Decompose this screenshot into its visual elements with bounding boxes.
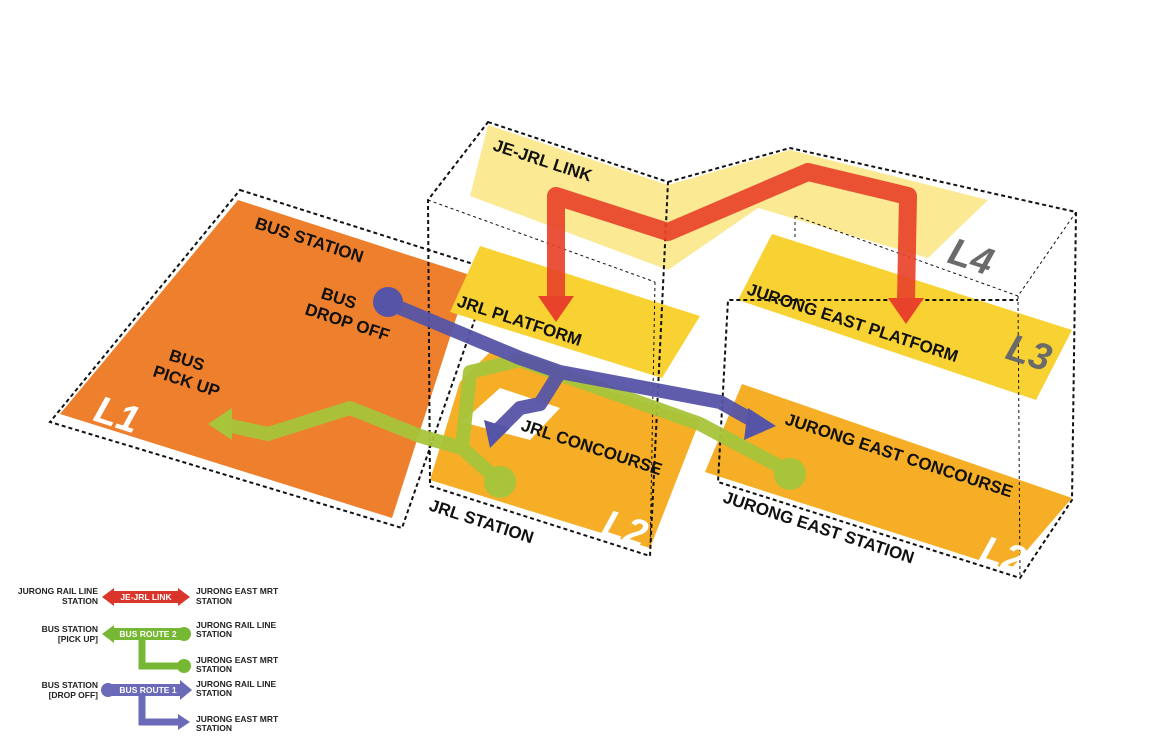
bus-route-1-path	[379, 295, 759, 435]
legend-link-pill: JE-JRL LINK	[120, 592, 172, 602]
legend-route2-arrow	[102, 625, 182, 643]
bus-route-2-end-je	[774, 458, 806, 490]
bus-route-2-arrowhead	[208, 408, 232, 440]
jrl-platform-floor	[450, 246, 700, 378]
je-jrl-link-arrowhead-je	[888, 298, 924, 324]
bus-route-1-arrowhead-jrl	[484, 420, 510, 448]
legend-route2-end-je	[177, 659, 191, 673]
legend-route2-pill: BUS ROUTE 2	[119, 629, 176, 639]
legend-link-left-2: STATION	[62, 596, 98, 606]
legend-link-right-1: JURONG EAST MRT	[196, 586, 279, 596]
je-jrl-link-arrowhead-jrl	[538, 296, 574, 322]
legend-link-right-2: STATION	[196, 596, 232, 606]
legend-route1-branch	[138, 696, 180, 726]
legend-route2-left-1: BUS STATION	[42, 624, 98, 634]
jrl-station-box-inner	[427, 199, 656, 557]
legend-route2-right-b2: STATION	[196, 664, 232, 674]
level-l4-label: L4	[943, 231, 998, 285]
legend-route1-arrow-jrl	[180, 680, 192, 700]
je-jrl-link-path	[547, 163, 917, 301]
bus-route-2-end-jrl	[484, 466, 516, 498]
jurong-east-station-box-inner	[794, 211, 1077, 579]
legend-route1-start	[101, 683, 115, 697]
bus-station-floor	[60, 200, 470, 518]
jurong-east-concourse-floor	[705, 384, 1072, 570]
legend-route1-right-b1: JURONG EAST MRT	[196, 714, 279, 724]
legend-route2-right-a2: STATION	[196, 629, 232, 639]
legend-route1-right-b2: STATION	[196, 723, 232, 733]
legend-route2-branch	[138, 640, 182, 670]
legend-link-left-1: JURONG RAIL LINE	[18, 586, 98, 596]
legend-route1-left-1: BUS STATION	[42, 680, 98, 690]
legend-route1-left-2: [DROP OFF]	[49, 690, 99, 700]
bus-route-1-start	[373, 287, 403, 317]
legend-route2-right-b1: JURONG EAST MRT	[196, 655, 279, 665]
legend-route1-pill: BUS ROUTE 1	[119, 685, 176, 695]
legend-route1-right-a2: STATION	[196, 688, 232, 698]
legend: JURONG RAIL LINE STATION JE-JRL LINK JUR…	[18, 586, 279, 733]
jurong-east-station-box	[667, 146, 1078, 580]
legend-route2-left-2: [PICK UP]	[58, 634, 98, 644]
bus-station-outline	[48, 188, 494, 530]
legend-route2-right-a1: JURONG RAIL LINE	[196, 620, 276, 630]
legend-route1-right-a1: JURONG RAIL LINE	[196, 679, 276, 689]
legend-route2-end-jrl	[177, 627, 191, 641]
legend-route1-bar	[112, 684, 182, 696]
legend-link-arrow	[102, 588, 190, 606]
legend-route1-arrow-je	[178, 714, 190, 730]
jrl-station-box	[426, 120, 670, 558]
bus-route-1-arrowhead-je	[744, 408, 776, 440]
